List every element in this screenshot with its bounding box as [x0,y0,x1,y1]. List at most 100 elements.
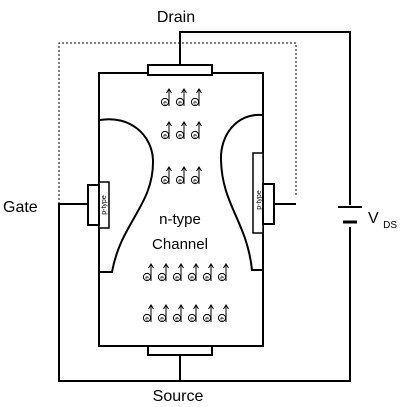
electron-letter: e [175,315,179,322]
electron-arrowhead [208,263,214,269]
electron-letter: e [178,99,182,106]
electron-arrowhead [181,166,187,172]
electron-arrowhead [196,121,202,127]
depletion-region-right [219,113,263,271]
electron-circle [187,313,197,323]
electron-letter: e [220,315,224,322]
electron-marker: e [175,88,187,107]
electron-marker: e [142,263,154,282]
electron-arrowhead [148,304,154,310]
vds-subscript: DS [383,220,397,231]
electron-letter: e [163,132,167,139]
gate-dotted-connection [58,42,297,204]
electron-letter: e [178,177,182,184]
electron-letter: e [190,274,194,281]
electron-circle [217,272,227,282]
electron-circle [142,272,152,282]
electron-marker: e [142,304,154,323]
gate-contact-right [262,183,275,225]
electron-letter: e [160,274,164,281]
electron-arrowhead [196,88,202,94]
electron-arrowhead [163,304,169,310]
electron-arrowhead [223,304,229,310]
electron-arrowhead [208,304,214,310]
electron-letter: e [220,274,224,281]
electron-letter: e [193,99,197,106]
electron-circle [160,97,170,107]
drain-contact [147,64,213,76]
electron-arrowhead [193,263,199,269]
electron-letter: e [205,274,209,281]
electron-circle [187,272,197,282]
electron-arrowhead [178,304,184,310]
electron-marker: e [202,304,214,323]
gate-label: Gate [3,199,38,216]
electron-circle [157,272,167,282]
electron-circle [142,313,152,323]
channel-label-line1: n-type [159,211,201,228]
electron-marker: e [217,263,229,282]
electron-circle [175,97,185,107]
source-contact [147,345,213,356]
electron-arrowhead [163,263,169,269]
electron-marker: e [160,166,172,185]
electron-letter: e [205,315,209,322]
electron-arrowhead [223,263,229,269]
electron-marker: e [160,88,172,107]
electron-flow: e e e e e e e e e e e e e e e e e e e e e [142,88,229,323]
electron-circle [190,175,200,185]
vds-main: V [368,210,379,227]
electron-letter: e [163,99,167,106]
electron-arrowhead [166,121,172,127]
electron-marker: e [190,121,202,139]
electron-circle [175,175,185,185]
electron-marker: e [217,304,229,323]
drain-label: Drain [157,9,195,26]
electron-letter: e [163,177,167,184]
electron-circle [175,130,185,140]
electron-marker: e [172,304,184,323]
electron-letter: e [145,315,149,322]
electron-marker: e [187,263,199,282]
electron-circle [157,313,167,323]
vds-label: V DS [368,210,397,231]
electron-marker: e [157,263,169,282]
electron-marker: e [160,121,172,140]
electron-letter: e [190,315,194,322]
electron-letter: e [178,132,182,139]
gate-contact-left [87,184,100,226]
electron-letter: e [175,274,179,281]
electron-letter: e [193,132,197,139]
electron-marker: e [175,121,187,140]
electron-arrowhead [166,166,172,172]
electron-marker: e [157,304,169,323]
p-type-label-right: p-type [256,190,263,210]
electron-marker: e [190,166,202,185]
electron-circle [160,175,170,185]
electron-marker: e [190,88,202,107]
source-wire [179,227,351,382]
electron-circle [217,313,227,323]
electron-letter: e [160,315,164,322]
electron-arrowhead [178,263,184,269]
electron-letter: e [193,177,197,184]
electron-arrowhead [196,166,202,172]
electron-circle [172,313,182,323]
drain-wire [179,31,351,205]
electron-marker: e [202,263,214,282]
electron-marker: e [175,166,187,185]
electron-circle [190,97,200,107]
gate-wire [58,203,180,382]
electron-circle [172,272,182,282]
p-type-label-left: p-type [101,195,108,215]
depletion-region-left [99,118,155,273]
electron-circle [160,130,170,140]
electron-marker: e [172,263,184,282]
source-label: Source [153,388,204,405]
electron-arrowhead [193,304,199,310]
electron-arrowhead [166,88,172,94]
electron-letter: e [145,274,149,281]
electron-circle [202,313,212,323]
channel-label-line2: Channel [152,236,208,253]
electron-circle [202,272,212,282]
